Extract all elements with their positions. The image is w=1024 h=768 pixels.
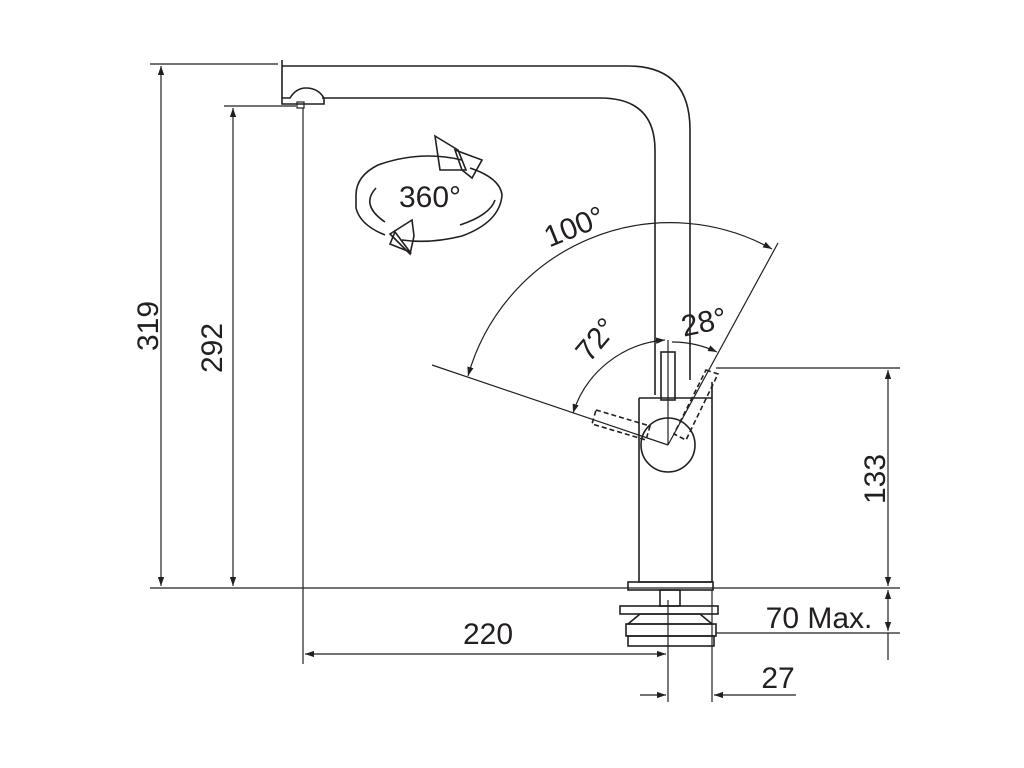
label-lever-back: 72° <box>569 312 623 368</box>
angle-ref-back-line <box>431 364 669 446</box>
rotation-360-icon <box>355 134 503 256</box>
label-body-height: 133 <box>859 454 892 504</box>
label-rotation: 360° <box>399 181 461 214</box>
label-deck-thickness: 70 Max. <box>766 602 873 635</box>
angle-ref-forward-line <box>667 242 779 446</box>
arc-100 <box>467 222 773 377</box>
label-body-diameter: 27 <box>761 662 794 695</box>
arc-28 <box>671 341 718 353</box>
vertical-dimensions <box>150 63 900 660</box>
aerator-nozzle <box>281 87 325 105</box>
label-spout-height: 292 <box>196 323 229 373</box>
dimension-labels: 319 292 133 360° 100° 72° 28° 220 70 Max… <box>132 181 892 695</box>
faucet-body <box>638 382 713 583</box>
aerator-tip <box>296 101 305 109</box>
spout-outer <box>282 65 691 380</box>
label-total-height: 319 <box>132 301 165 351</box>
faucet-outline <box>281 60 720 647</box>
mounting-washer-top <box>619 605 719 615</box>
mounting-nut-base <box>627 635 715 647</box>
horizontal-dimensions <box>302 108 796 702</box>
label-reach: 220 <box>463 618 513 651</box>
angle-annotations <box>431 222 779 446</box>
mounting-nut <box>625 623 717 637</box>
spout-inner <box>322 97 656 395</box>
base-flange <box>627 581 714 591</box>
label-lever-forward: 28° <box>678 302 729 344</box>
arc-72 <box>572 337 666 414</box>
mounting-stud <box>659 589 681 607</box>
mounting-washer-lower <box>625 613 715 625</box>
